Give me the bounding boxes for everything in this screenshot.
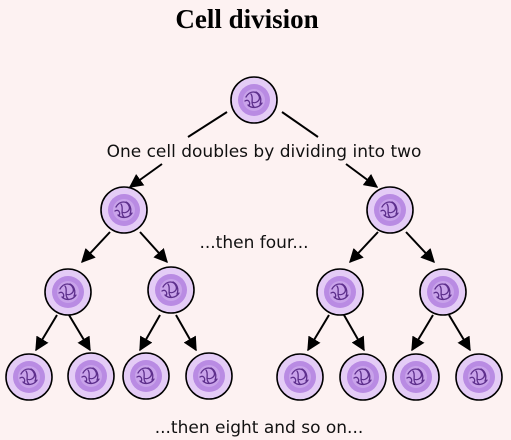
- diagram-title: Cell division: [175, 4, 318, 34]
- caption-eight-cells: ...then eight and so on...: [155, 418, 364, 438]
- division-arrow: [349, 231, 379, 264]
- cell-icon: [100, 186, 148, 234]
- division-arrow: [81, 231, 111, 264]
- division-arrow: [343, 314, 365, 352]
- division-arrows: [35, 111, 471, 352]
- cell-icon: [44, 268, 92, 316]
- division-arrow: [128, 163, 163, 188]
- cell-icon: [392, 353, 440, 401]
- cell-icon: [276, 353, 324, 401]
- division-arrow: [68, 314, 91, 352]
- connector-line: [281, 111, 319, 138]
- caption-four-cells: ...then four...: [199, 233, 308, 253]
- division-arrow: [175, 314, 197, 352]
- cell-icon: [67, 352, 115, 400]
- division-arrow: [345, 163, 379, 188]
- cell-icon: [185, 352, 233, 400]
- cell-icon: [455, 353, 503, 401]
- cell-icon: [316, 268, 364, 316]
- cell-icon: [5, 353, 53, 401]
- cell-icon: [230, 76, 278, 124]
- cell-icon: [147, 266, 195, 314]
- division-arrow: [411, 314, 434, 352]
- cell-icon: [122, 352, 170, 400]
- division-arrow: [448, 314, 471, 352]
- connector-line: [187, 111, 228, 138]
- division-arrow: [139, 314, 161, 352]
- division-arrow: [139, 231, 168, 264]
- cell-icon: [419, 268, 467, 316]
- caption-two-cells: One cell doubles by dividing into two: [107, 142, 422, 162]
- cell-icon: [339, 353, 387, 401]
- division-arrow: [405, 231, 435, 264]
- cell-icon: [366, 186, 414, 234]
- division-arrow: [35, 314, 58, 352]
- division-arrow: [307, 314, 330, 352]
